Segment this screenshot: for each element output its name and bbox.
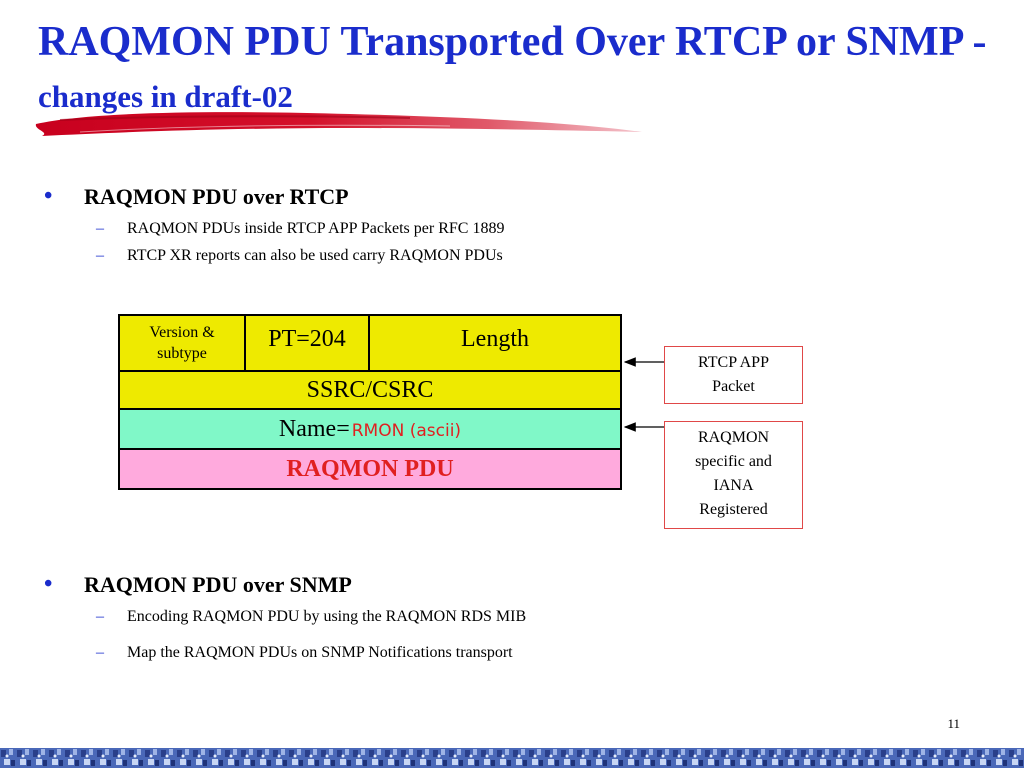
page-number: 11 (947, 716, 960, 731)
callout-line: IANA (713, 477, 754, 494)
name-prefix: Name= (278, 415, 350, 442)
callout-line: specific and (695, 453, 772, 470)
callout-line: RAQMON (697, 429, 770, 446)
name-value: RMON (ascii) (351, 421, 462, 441)
rtcp-app-packet-diagram: Version & subtype PT=204 Length SSRC/CSRC… (118, 314, 622, 490)
title-sub: changes in draft-02 (38, 79, 293, 114)
bullet-dot-icon: • (44, 183, 53, 209)
footer-pattern-band (0, 748, 1024, 768)
sub-item-text: RTCP XR reports can also be used carry R… (127, 247, 503, 264)
dash-icon: – (96, 644, 104, 661)
raqmon-pdu-cell: RAQMON PDU (120, 450, 620, 488)
version-line1: Version & (149, 324, 215, 341)
bullet-text: RAQMON PDU over RTCP (84, 184, 349, 209)
version-subtype-cell: Version & subtype (120, 316, 246, 372)
bullet-text: RAQMON PDU over SNMP (84, 572, 352, 597)
dash-icon: – (96, 220, 104, 237)
sub-item-text: Map the RAQMON PDUs on SNMP Notification… (127, 644, 513, 661)
version-line2: subtype (157, 345, 207, 362)
name-cell: Name=RMON (ascii) (120, 410, 620, 450)
callout-line: RTCP APP (698, 354, 769, 371)
slide-title: RAQMON PDU Transported Over RTCP or SNMP… (38, 16, 998, 123)
callout-line: Packet (712, 378, 755, 395)
dash-icon: – (96, 247, 104, 264)
length-cell: Length (370, 316, 620, 372)
callout-line: Registered (699, 501, 768, 518)
title-main: RAQMON PDU Transported Over RTCP or SNMP… (38, 19, 987, 65)
dash-icon: – (96, 608, 104, 625)
callout-raqmon-specific: RAQMON specific and IANA Registered (664, 421, 803, 529)
bullet-dot-icon: • (44, 571, 53, 597)
red-brush-stroke (35, 112, 643, 136)
ssrc-csrc-cell: SSRC/CSRC (120, 372, 620, 410)
sub-item-text: Encoding RAQMON PDU by using the RAQMON … (127, 608, 527, 625)
pt-cell: PT=204 (246, 316, 370, 372)
sub-item-text: RAQMON PDUs inside RTCP APP Packets per … (127, 220, 505, 237)
callout-rtcp-app-packet: RTCP APP Packet (664, 346, 803, 404)
